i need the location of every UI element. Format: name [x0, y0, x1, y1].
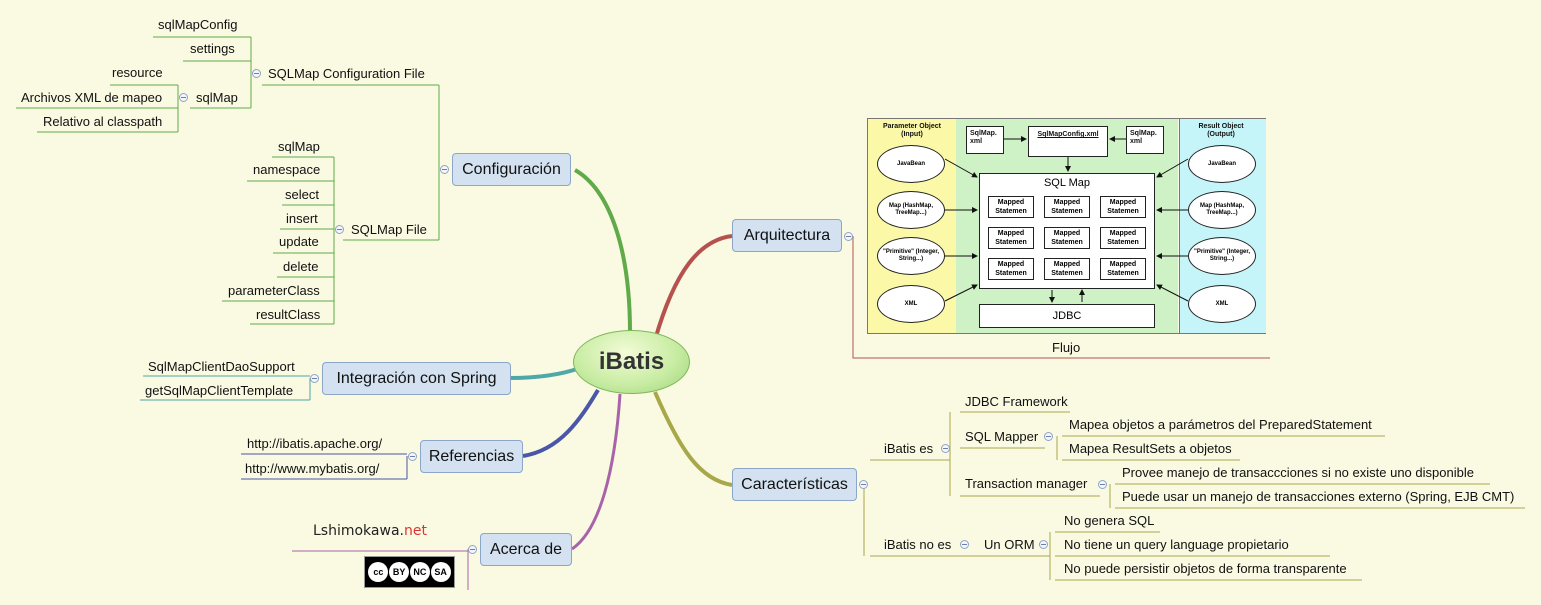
mapped-statement: Mapped Statemen [1044, 227, 1090, 249]
topic-label: Configuración [462, 160, 561, 178]
input-javabean: JavaBean [877, 145, 945, 183]
collapse-sqlmap-config-icon[interactable] [252, 69, 261, 78]
node-spring-item[interactable]: SqlMapClientDaoSupport [148, 359, 295, 374]
node-orm-item[interactable]: No genera SQL [1064, 513, 1155, 528]
node-mapper-item[interactable]: Mapea ResultSets a objetos [1069, 441, 1232, 456]
architecture-diagram: Parameter Object (Input) Result Object (… [867, 118, 1266, 334]
node-ref-link[interactable]: http://www.mybatis.org/ [245, 461, 380, 476]
license-by-label: BY [389, 562, 410, 582]
mapped-statement: Mapped Statemen [1044, 196, 1090, 218]
mapped-statement: Mapped Statemen [1100, 227, 1146, 249]
result-title: Result Object (Output) [1198, 123, 1244, 138]
node-sqlmap[interactable]: sqlMap [196, 90, 238, 105]
topic-label: Acerca de [489, 540, 563, 558]
jdbc-label: JDBC [1052, 310, 1082, 322]
input-xml: XML [877, 285, 945, 323]
node-file-item[interactable]: insert [286, 211, 318, 226]
mapped-statement: Mapped Statemen [1100, 196, 1146, 218]
node-mapper-item[interactable]: Mapea objetos a parámetros del PreparedS… [1069, 417, 1372, 432]
collapse-sqlmap-icon[interactable] [179, 93, 188, 102]
topic-arquitectura[interactable]: Arquitectura [732, 219, 842, 252]
node-sqlmap-file[interactable]: SQLMap File [351, 222, 427, 237]
collapse-sql-mapper-icon[interactable] [1044, 432, 1053, 441]
collapse-tx-manager-icon[interactable] [1098, 480, 1107, 489]
creative-commons-license-icon[interactable]: cc BY NC SA [364, 556, 455, 588]
node-un-orm[interactable]: Un ORM [984, 537, 1035, 552]
topic-caracteristicas[interactable]: Características [732, 468, 857, 501]
collapse-arquitectura-icon[interactable] [844, 232, 853, 241]
node-file-item[interactable]: select [285, 187, 319, 202]
node-resource[interactable]: resource [112, 65, 163, 80]
node-orm-item[interactable]: No tiene un query language propietario [1064, 537, 1289, 552]
topic-referencias[interactable]: Referencias [420, 440, 523, 473]
central-topic[interactable]: iBatis [573, 330, 690, 394]
output-javabean: JavaBean [1188, 145, 1256, 183]
input-map: Map (HashMap, TreeMap...) [877, 191, 945, 229]
mapped-statement: Mapped Statemen [988, 227, 1034, 249]
topic-integracion[interactable]: Integración con Spring [322, 362, 511, 395]
node-file-item[interactable]: sqlMap [278, 139, 320, 154]
license-nc-label: NC [409, 562, 430, 582]
collapse-ibatis-es-icon[interactable] [941, 444, 950, 453]
topic-configuracion[interactable]: Configuración [452, 153, 571, 186]
lshimokawa-logo[interactable]: Lshimokawa.net [313, 523, 427, 539]
collapse-integracion-icon[interactable] [310, 374, 319, 383]
node-file-item[interactable]: namespace [253, 162, 321, 177]
architecture-arrows [944, 136, 1189, 303]
mapped-statement: Mapped Statemen [988, 258, 1034, 280]
collapse-referencias-icon[interactable] [408, 452, 417, 461]
collapse-acerca-icon[interactable] [468, 545, 477, 554]
node-file-item[interactable]: update [279, 234, 319, 249]
input-primitive: "Primitive" (Integer, String...) [877, 237, 945, 275]
topic-label: Arquitectura [743, 226, 831, 244]
collapse-un-orm-icon[interactable] [1039, 540, 1048, 549]
cc-icon: cc [368, 562, 389, 582]
collapse-ibatis-no-es-icon[interactable] [960, 540, 969, 549]
node-file-item[interactable]: delete [283, 259, 319, 274]
license-sa-label: SA [430, 562, 451, 582]
topic-label: Integración con Spring [336, 369, 497, 387]
sql-map-label: SQL Map [1043, 177, 1091, 189]
node-ibatis-es[interactable]: iBatis es [884, 441, 934, 456]
topic-label: Referencias [428, 447, 515, 465]
node-spring-item[interactable]: getSqlMapClientTemplate [145, 383, 294, 398]
topic-acerca[interactable]: Acerca de [480, 533, 572, 566]
node-relativo-classpath[interactable]: Relativo al classpath [43, 114, 163, 129]
node-settings[interactable]: settings [190, 41, 235, 56]
topic-label: Características [741, 475, 848, 493]
node-orm-item[interactable]: No puede persistir objetos de forma tran… [1064, 561, 1347, 576]
node-sqlmapconfig[interactable]: sqlMapConfig [158, 17, 238, 32]
output-map: Map (HashMap, TreeMap...) [1188, 191, 1256, 229]
collapse-configuracion-icon[interactable] [440, 165, 449, 174]
param-title: Parameter Object (Input) [883, 123, 941, 138]
collapse-caracteristicas-icon[interactable] [859, 480, 868, 489]
node-jdbc-framework[interactable]: JDBC Framework [965, 394, 1068, 409]
node-ref-link[interactable]: http://ibatis.apache.org/ [247, 436, 383, 451]
sqlmapconfig-xml: SqlMapConfig.xml [1028, 126, 1108, 157]
node-archivos-xml[interactable]: Archivos XML de mapeo [21, 90, 163, 105]
node-transaction-manager[interactable]: Transaction manager [965, 476, 1088, 491]
mapped-statement: Mapped Statemen [1100, 258, 1146, 280]
sqlmap-xml-left: SqlMap. xml [966, 126, 1004, 154]
sqlmap-xml-right: SqlMap. xml [1126, 126, 1164, 154]
sql-map-box: SQL Map Mapped Statemen Mapped Statemen … [979, 173, 1155, 289]
node-file-item[interactable]: resultClass [256, 307, 321, 322]
mapped-statement: Mapped Statemen [1044, 258, 1090, 280]
node-tx-item[interactable]: Puede usar un manejo de transacciones ex… [1122, 489, 1515, 504]
node-sqlmap-config-file[interactable]: SQLMap Configuration File [268, 66, 425, 81]
node-file-item[interactable]: parameterClass [228, 283, 320, 298]
mapped-statement: Mapped Statemen [988, 196, 1034, 218]
output-xml: XML [1188, 285, 1256, 323]
node-ibatis-no-es[interactable]: iBatis no es [884, 537, 952, 552]
node-tx-item[interactable]: Provee manejo de transaccciones si no ex… [1122, 465, 1474, 480]
node-flujo[interactable]: Flujo [1052, 340, 1081, 355]
node-sql-mapper[interactable]: SQL Mapper [965, 429, 1039, 444]
collapse-sqlmap-file-icon[interactable] [335, 225, 344, 234]
output-primitive: "Primitive" (Integer, String...) [1188, 237, 1256, 275]
central-label: iBatis [598, 348, 665, 375]
jdbc-box: JDBC [979, 304, 1155, 328]
